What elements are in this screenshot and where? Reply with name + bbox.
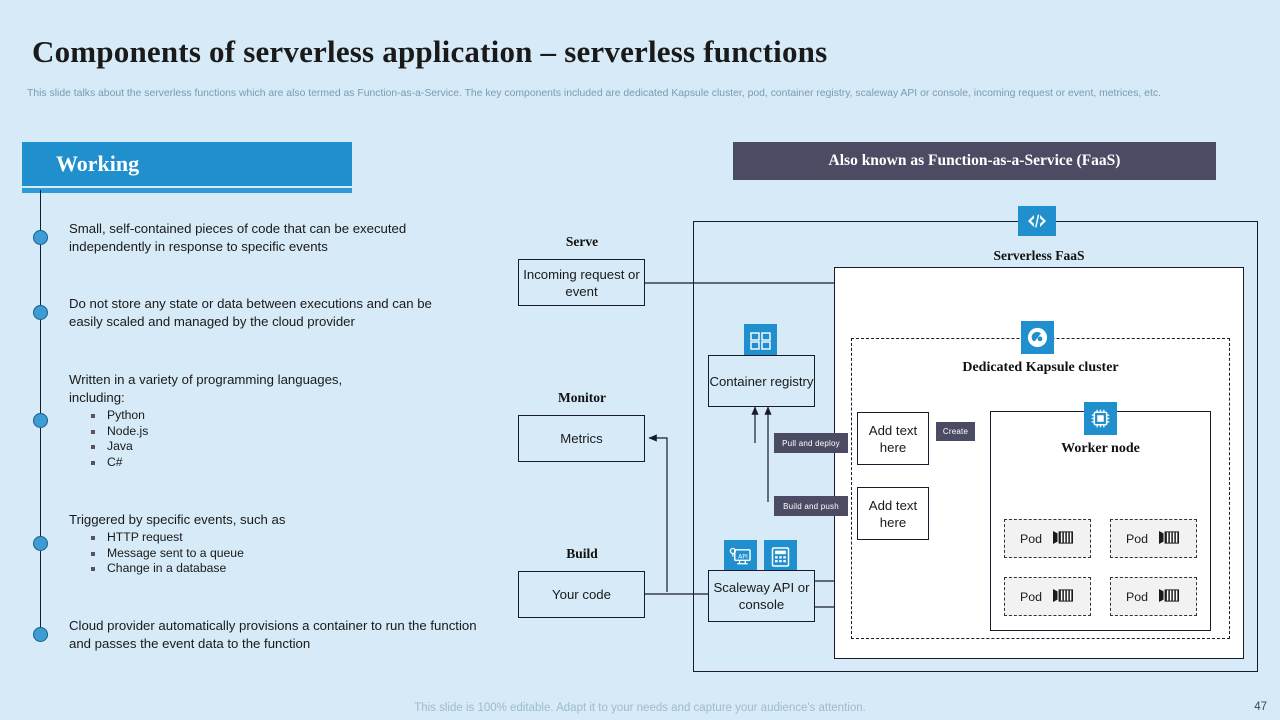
list-item: Node.js	[69, 424, 399, 440]
arrow-label-pull-and-deploy: Pull and deploy	[774, 433, 848, 453]
cpu-chip-icon	[1084, 402, 1117, 435]
timeline-item-5-text: Cloud provider automatically provisions …	[69, 618, 477, 651]
container-registry-icon	[744, 324, 777, 357]
container-ship-icon	[1051, 529, 1075, 549]
faas-banner-label: Also known as Function-as-a-Service (Faa…	[828, 152, 1121, 169]
pod-3[interactable]: Pod	[1004, 577, 1091, 616]
dedicated-kapsule-cluster-title: Dedicated Kapsule cluster	[962, 360, 1119, 375]
pod-label: Pod	[1125, 589, 1149, 604]
timeline-item-1: Small, self-contained pieces of code tha…	[69, 220, 469, 256]
timeline-item-4-sublist: HTTP request Message sent to a queue Cha…	[69, 530, 399, 577]
timeline-item-3-text: Written in a variety of programming lang…	[69, 372, 343, 405]
list-item: Java	[69, 439, 399, 455]
pod-1[interactable]: Pod	[1004, 519, 1091, 558]
timeline-dot-2	[33, 305, 48, 320]
list-item: Message sent to a queue	[69, 546, 399, 562]
pod-label: Pod	[1019, 589, 1043, 604]
timeline-item-3-sublist: Python Node.js Java C#	[69, 408, 399, 470]
serverless-faas-title: Serverless FaaS	[993, 248, 1085, 263]
timeline-item-4-text: Triggered by specific events, such as	[69, 512, 286, 527]
timeline-item-2-text: Do not store any state or data between e…	[69, 296, 432, 329]
page-subtitle: This slide talks about the serverless fu…	[27, 88, 1161, 99]
kapsule-cluster-icon	[1021, 321, 1054, 354]
timeline-dot-5	[33, 627, 48, 642]
list-item: Change in a database	[69, 561, 399, 577]
api-console-icon: API	[724, 540, 757, 573]
working-banner	[22, 142, 352, 186]
box-add-text-2[interactable]: Add text here	[857, 487, 929, 540]
box-incoming-request[interactable]: Incoming request or event	[518, 259, 645, 306]
container-ship-icon	[1051, 587, 1075, 607]
working-banner-label: Working	[56, 151, 140, 176]
code-brackets-icon	[1018, 206, 1056, 236]
timeline-dot-4	[33, 536, 48, 551]
timeline-item-3: Written in a variety of programming lang…	[69, 371, 399, 470]
arrow-label-build-and-push: Build and push	[774, 496, 848, 516]
box-scaleway-api-console[interactable]: Scaleway API or console	[708, 570, 815, 622]
caption-monitor: Monitor	[558, 390, 606, 405]
page-title: Components of serverless application – s…	[32, 34, 828, 69]
caption-serve: Serve	[565, 234, 599, 249]
timeline-item-1-text: Small, self-contained pieces of code tha…	[69, 221, 407, 254]
pod-2[interactable]: Pod	[1110, 519, 1197, 558]
arrow-label-create: Create	[936, 422, 975, 441]
footer-note: This slide is 100% editable. Adapt it to…	[414, 702, 866, 714]
caption-build: Build	[566, 546, 598, 561]
pod-label: Pod	[1019, 531, 1043, 546]
container-ship-icon	[1157, 587, 1181, 607]
working-banner-underline	[22, 188, 352, 193]
box-container-registry[interactable]: Container registry	[708, 355, 815, 407]
calculator-icon	[764, 540, 797, 573]
pod-label: Pod	[1125, 531, 1149, 546]
timeline-dot-3	[33, 413, 48, 428]
page-number: 47	[1254, 701, 1267, 713]
worker-node-title: Worker node	[1061, 441, 1140, 456]
timeline-dot-1	[33, 230, 48, 245]
pod-4[interactable]: Pod	[1110, 577, 1197, 616]
container-ship-icon	[1157, 529, 1181, 549]
box-add-text-1[interactable]: Add text here	[857, 412, 929, 465]
timeline-item-5: Cloud provider automatically provisions …	[69, 617, 479, 653]
serverless-faas-outer-frame	[693, 221, 1258, 672]
list-item: C#	[69, 455, 399, 471]
timeline-item-4: Triggered by specific events, such as HT…	[69, 511, 399, 577]
box-metrics[interactable]: Metrics	[518, 415, 645, 462]
box-your-code[interactable]: Your code	[518, 571, 645, 618]
list-item: HTTP request	[69, 530, 399, 546]
faas-banner	[733, 142, 1216, 180]
timeline-item-2: Do not store any state or data between e…	[69, 295, 469, 331]
svg-text:API: API	[738, 553, 748, 560]
list-item: Python	[69, 408, 399, 424]
